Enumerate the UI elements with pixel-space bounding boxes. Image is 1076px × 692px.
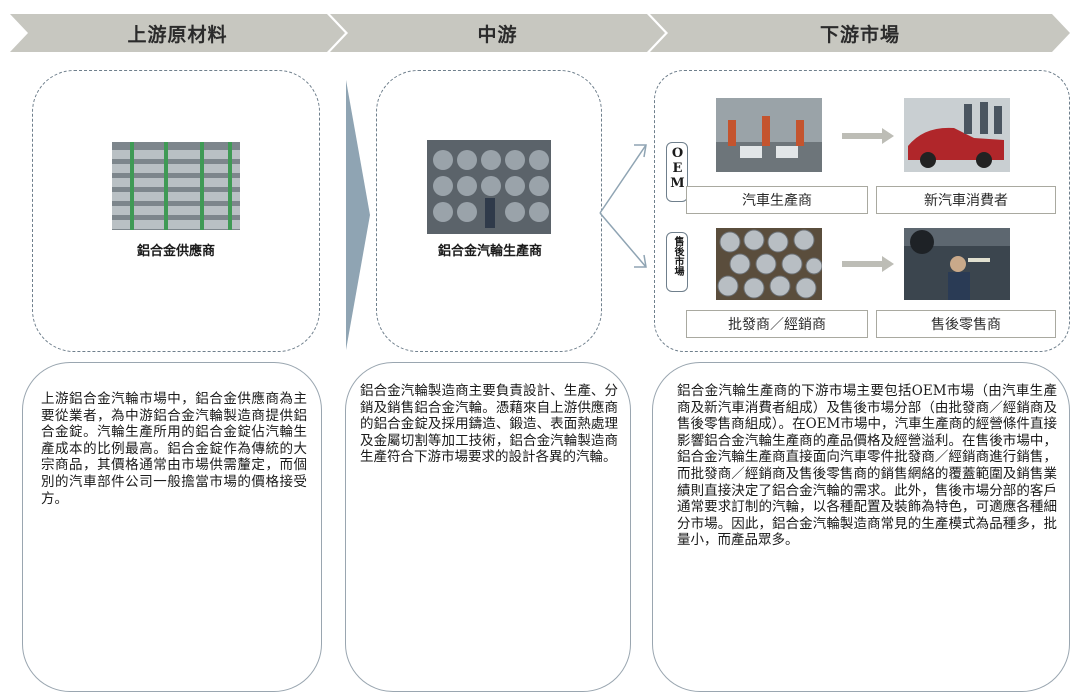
midstream-banner-label: 中游 — [477, 23, 518, 46]
downstream-description: 鋁合金汽輪生產商的下游市場主要包括OEM市場（由汽車生產商及新汽車消費者組成）及… — [677, 383, 1057, 549]
car-showroom-image — [904, 98, 1010, 172]
aftermarket-left-label: 批發商／經銷商 — [686, 310, 868, 338]
upstream-panel — [32, 70, 320, 352]
upstream-description: 上游鋁合金汽輪市場中，鋁合金供應商為主要從業者，為中游鋁合金汽輪製造商提供鋁合金… — [41, 391, 307, 507]
upstream-banner: 上游原材料 — [10, 14, 345, 52]
oem-tag-label: OEM — [670, 146, 685, 191]
midstream-caption: 鋁合金汽輪生產商 — [437, 244, 542, 259]
wheel-warehouse-image — [427, 140, 551, 234]
oem-left-label: 汽車生產商 — [686, 186, 868, 214]
oem-tag: OEM — [666, 142, 688, 202]
upstream-caption: 鋁合金供應商 — [136, 244, 215, 259]
oem-right-label: 新汽車消費者 — [876, 186, 1056, 214]
midstream-description: 鋁合金汽輪製造商主要負責設計、生產、分銷及銷售鋁合金汽輪。憑藉來自上游供應商的鋁… — [360, 383, 618, 466]
aftermarket-right-text: 售後零售商 — [931, 317, 1001, 333]
midstream-description-panel: 鋁合金汽輪製造商主要負責設計、生產、分銷及銷售鋁合金汽輪。憑藉來自上游供應商的鋁… — [345, 362, 631, 692]
wheels-pile-image — [716, 228, 822, 300]
aftermarket-left-text: 批發商／經銷商 — [728, 317, 826, 333]
upstream-description-panel: 上游鋁合金汽輪市場中，鋁合金供應商為主要從業者，為中游鋁合金汽輪製造商提供鋁合金… — [22, 362, 322, 692]
aftermarket-tag-label: 售後市場 — [672, 236, 683, 276]
aftermarket-flow-arrow — [842, 256, 894, 272]
flow-arrow-icon — [346, 80, 370, 350]
upstream-banner-label: 上游原材料 — [127, 23, 228, 46]
downstream-banner: 下游市場 — [650, 14, 1070, 52]
car-factory-image — [716, 98, 822, 172]
aftermarket-tag: 售後市場 — [666, 232, 688, 292]
downstream-description-panel: 鋁合金汽輪生產商的下游市場主要包括OEM市場（由汽車生產商及新汽車消費者組成）及… — [652, 362, 1070, 692]
branch-arrows-icon — [599, 144, 647, 268]
oem-left-text: 汽車生產商 — [742, 193, 812, 209]
oem-flow-arrow — [842, 128, 894, 144]
oem-right-text: 新汽車消費者 — [924, 193, 1008, 209]
midstream-banner: 中游 — [330, 14, 665, 52]
aluminum-ingots-image — [112, 142, 240, 230]
mechanic-image — [904, 228, 1010, 300]
downstream-banner-label: 下游市場 — [819, 23, 900, 46]
aftermarket-right-label: 售後零售商 — [876, 310, 1056, 338]
downstream-panel — [654, 70, 1070, 352]
